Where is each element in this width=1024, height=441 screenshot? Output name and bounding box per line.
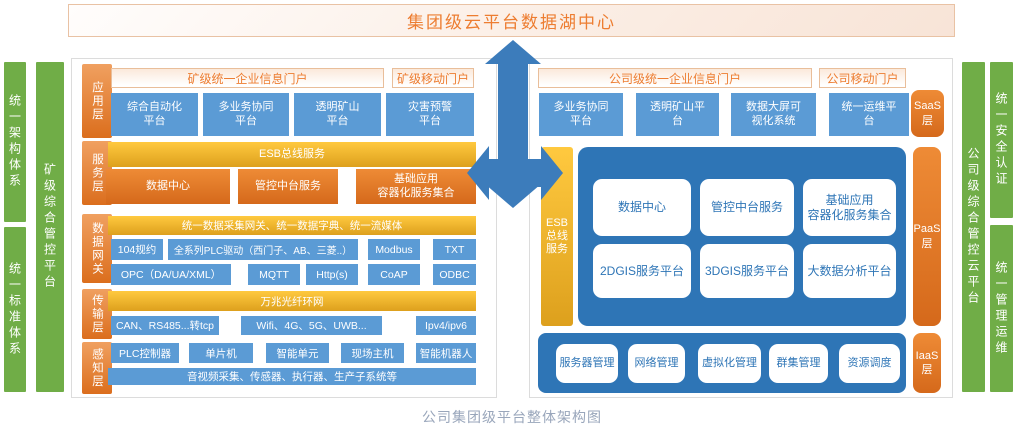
company-enterprise-portal: 公司级统一企业信息门户 [538,68,812,88]
protocol-box: Http(s) [306,264,358,285]
protocol-box: OPC（DA/UA/XML） [111,264,231,285]
iaas-container: 服务器管理 网络管理 虚拟化管理 群集管理 资源调度 [538,333,906,393]
app-box: 透明矿山 平台 [294,93,381,136]
mine-control-platform-bar: 矿级综合管控平台 [36,62,64,392]
application-layer-label: 应用层 [82,64,112,138]
iaas-box: 虚拟化管理 [698,344,761,383]
device-box: 智能单元 [266,343,329,363]
app-box: 统一运维平 台 [829,93,909,136]
fiber-ring-bar: 万兆光纤环网 [108,291,476,311]
protocol-box: Modbus [368,239,420,260]
iaas-box: 群集管理 [769,344,828,383]
protocol-box: TXT [433,239,476,260]
iaas-box: 资源调度 [839,344,900,383]
unified-security-bar: 统一安全认证 [990,62,1013,218]
unified-ops-bar: 统一管理运维 [990,225,1013,392]
company-level-panel: 公司级统一企业信息门户 公司移动门户 SaaS 层 多业务协同 平台 透明矿山平… [529,58,953,398]
connector-arrow-icon [467,40,563,208]
mine-level-panel: 应用层 服务层 数据网关 传输层 感知层 矿级统一企业信息门户 矿级移动门户 综… [71,58,497,398]
mine-enterprise-portal: 矿级统一企业信息门户 [111,68,384,88]
diagram-caption: 公司集团级平台整体架构图 [422,409,602,425]
paas-box: 数据中心 [593,179,691,236]
iaas-box: 网络管理 [628,344,685,383]
data-gateway-layer-label: 数据网关 [82,214,112,283]
esb-bus-bar: ESB总线服务 [108,142,476,167]
service-box: 基础应用 容器化服务集合 [356,169,476,204]
device-box: 单片机 [189,343,253,363]
service-box: 管控中台服务 [238,169,338,204]
app-box: 灾害预警 平台 [386,93,474,136]
app-box: 多业务协同 平台 [539,93,623,136]
app-box: 综合自动化 平台 [111,93,198,136]
company-cloud-platform-bar: 公司级综合管控云平台 [962,62,985,392]
transport-box: Ipv4/ipv6 [416,316,476,335]
iaas-layer-label: IaaS 层 [913,333,941,393]
sensor-systems-bar: 音视频采集、传感器、执行器、生产子系统等 [108,368,476,385]
diagram-title: 集团级云平台数据湖中心 [68,4,955,37]
company-mobile-portal: 公司移动门户 [819,68,906,88]
protocol-box: 全系列PLC驱动（西门子、AB、三菱..） [168,239,358,260]
transport-box: Wifi、4G、5G、UWB... [241,316,382,335]
device-box: 智能机器人 [416,343,476,363]
app-box: 透明矿山平 台 [636,93,719,136]
perception-layer-label: 感知层 [82,342,112,394]
iaas-box: 服务器管理 [556,344,618,383]
paas-box: 3DGIS服务平台 [700,244,794,298]
protocol-box: 104规约 [111,239,163,260]
unified-architecture-bar: 统一架构体系 [4,62,26,222]
protocol-box: ODBC [433,264,476,285]
app-box: 数据大屏可 视化系统 [731,93,816,136]
unified-standard-bar: 统一标准体系 [4,227,26,392]
protocol-box: MQTT [248,264,300,285]
transport-box: CAN、RS485...转tcp [111,316,219,335]
transport-layer-label: 传输层 [82,289,112,339]
paas-container: 数据中心 管控中台服务 基础应用 容器化服务集合 2DGIS服务平台 3DGIS… [578,147,906,326]
saas-layer-label: SaaS 层 [911,90,944,137]
paas-layer-label: PaaS 层 [913,147,941,326]
paas-box: 基础应用 容器化服务集合 [803,179,896,236]
paas-box: 2DGIS服务平台 [593,244,691,298]
mine-mobile-portal: 矿级移动门户 [392,68,474,88]
device-box: 现场主机 [341,343,404,363]
device-box: PLC控制器 [111,343,179,363]
app-box: 多业务协同 平台 [203,93,289,136]
gateway-bar: 统一数据采集网关、统一数据字典、统一流媒体 [108,216,476,235]
protocol-box: CoAP [368,264,420,285]
paas-box: 管控中台服务 [700,179,794,236]
paas-box: 大数据分析平台 [803,244,896,298]
service-box: 数据中心 [106,169,230,204]
